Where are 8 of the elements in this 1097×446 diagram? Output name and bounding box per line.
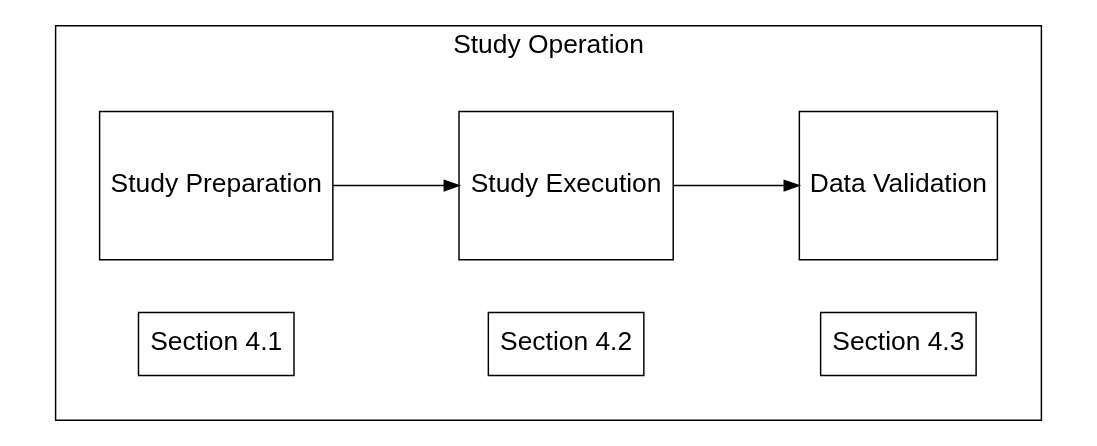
node-box: Study Execution — [458, 110, 674, 261]
node-box: Data Validation — [798, 110, 999, 261]
node-box: Section 4.1 — [137, 311, 295, 377]
arrow — [332, 179, 462, 192]
node-box: Section 4.3 — [819, 311, 977, 377]
node-box: Study Preparation — [98, 110, 334, 261]
node-box: Section 4.2 — [487, 311, 645, 377]
arrow — [672, 179, 802, 192]
